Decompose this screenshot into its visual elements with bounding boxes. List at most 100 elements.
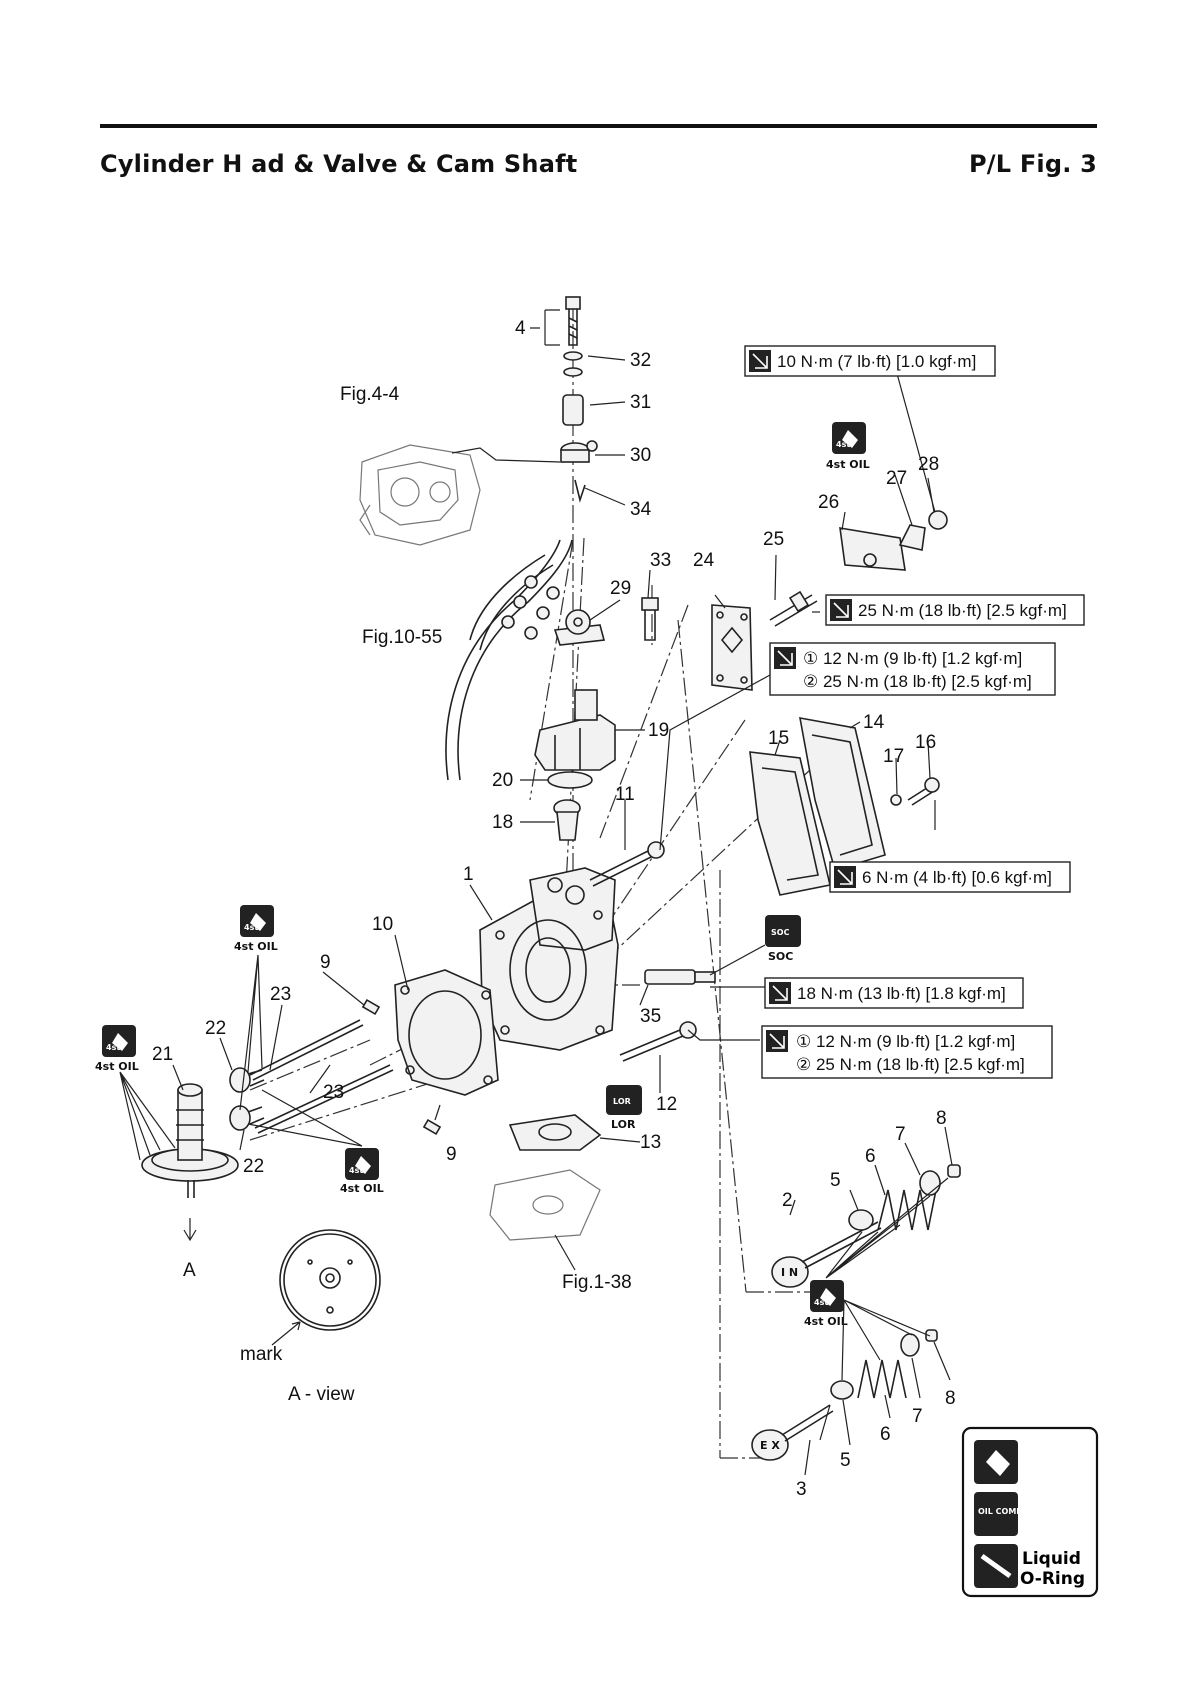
part-1-cylinder-head <box>479 867 619 1051</box>
callout-1: 1 <box>463 864 474 885</box>
part-8-cotter-upper <box>947 1164 961 1178</box>
fig-10-55-hoses <box>445 539 573 781</box>
torque-spec-two-stage-upper: ① 12 N·m (9 lb·ft) [1.2 kgf·m] ② 25 N·m … <box>769 642 1056 696</box>
fig-1-38-gasket-ghost <box>489 1169 601 1241</box>
part-23-pushrod-upper <box>249 1019 364 1081</box>
part-26-cover <box>839 527 906 571</box>
part-13-plate <box>508 1114 602 1151</box>
oil-icon-lifters: 4st 4st OIL <box>239 954 384 1195</box>
ref-fig-4-4: Fig.4-4 <box>340 384 400 405</box>
callout-8-upper: 8 <box>936 1108 947 1129</box>
torque-11-stage1: ① 12 N·m (9 lb·ft) [1.2 kgf·m] <box>803 649 1022 668</box>
part-22-lifter-lower <box>229 1105 265 1131</box>
ref-a-view: A - view <box>288 1384 355 1405</box>
svg-text:4st: 4st <box>349 1166 363 1175</box>
part-6-spring-lower <box>857 1359 907 1399</box>
callout-22-upper: 22 <box>205 1018 226 1039</box>
callout-4: 4 <box>515 318 526 339</box>
part-12-bolt <box>619 1021 697 1062</box>
callout-22-lower: 22 <box>243 1156 264 1177</box>
part-29-bracket <box>553 609 606 646</box>
part-18-thermostat <box>553 799 581 841</box>
callout-20: 20 <box>492 770 513 791</box>
callout-34: 34 <box>630 499 652 520</box>
svg-text:OIL COMP: OIL COMP <box>978 1507 1022 1516</box>
part-7-retainer-lower <box>900 1333 920 1357</box>
lor-icon-plate: LOR LOR <box>606 1085 642 1131</box>
part-31-collar <box>562 394 584 426</box>
oil-icon-camshaft: 4st 4st OIL <box>95 1025 176 1161</box>
svg-text:4st: 4st <box>244 923 258 932</box>
callout-15: 15 <box>768 728 789 749</box>
part-4-bolt <box>565 296 581 346</box>
part-15-cover-gasket <box>749 751 831 896</box>
oil-icon-pushrods: 4st 4st OIL <box>234 905 278 953</box>
callout-33: 33 <box>650 550 671 571</box>
part-27-anode <box>898 524 926 551</box>
svg-text:4st: 4st <box>814 1298 828 1307</box>
legend-oring-text: O-Ring <box>1020 1569 1085 1589</box>
torque-spec-25nm: 25 N·m (18 lb·ft) [2.5 kgf·m] <box>825 594 1085 626</box>
callout-6-upper: 6 <box>865 1146 876 1167</box>
header-rule <box>100 124 1097 128</box>
callout-6-lower: 6 <box>880 1424 891 1445</box>
legend-liquid-text: Liquid <box>1022 1549 1081 1569</box>
part-34-clip <box>574 479 586 503</box>
oil-label-valves: 4st OIL <box>804 1315 848 1328</box>
callout-32: 32 <box>630 350 651 371</box>
part-23-pushrod-lower <box>254 1064 394 1134</box>
exhaust-valve-mark: E X <box>760 1439 780 1452</box>
torque-16-text: 6 N·m (4 lb·ft) [0.6 kgf·m] <box>862 868 1052 887</box>
part-30-clamp <box>560 440 598 463</box>
callout-27: 27 <box>886 468 907 489</box>
callout-7-lower: 7 <box>912 1406 923 1427</box>
callout-23-lower: 23 <box>323 1082 344 1103</box>
callout-23-upper: 23 <box>270 984 291 1005</box>
figure-reference: P/L Fig. 3 <box>969 150 1097 178</box>
page-title: Cylinder H ad & Valve & Cam Shaft <box>100 150 578 178</box>
part-33-bolt <box>641 597 659 641</box>
torque-spec-18nm: 18 N·m (13 lb·ft) [1.8 kgf·m] <box>764 977 1024 1009</box>
legend-oil-comp-icon <box>974 1492 1018 1536</box>
callout-17: 17 <box>883 746 904 767</box>
callout-26: 26 <box>818 492 839 513</box>
svg-text:LOR: LOR <box>613 1097 631 1106</box>
part-20-gasket <box>547 771 593 789</box>
intake-valve-mark: I N <box>781 1266 798 1279</box>
part-5-seal-lower <box>830 1380 854 1400</box>
callout-19: 19 <box>648 720 669 741</box>
callout-21: 21 <box>152 1044 173 1065</box>
torque-spec-10nm: 10 N·m (7 lb·ft) [1.0 kgf·m] <box>744 345 996 377</box>
a-view-pulley <box>271 1229 381 1346</box>
part-5-seal-upper <box>848 1209 874 1231</box>
oil-label-camshaft: 4st OIL <box>95 1060 139 1073</box>
oil-label-anode: 4st OIL <box>826 458 870 471</box>
callout-35: 35 <box>640 1006 661 1027</box>
oil-icon-anode: 4st 4st OIL <box>826 422 870 471</box>
callout-5-lower: 5 <box>840 1450 851 1471</box>
part-2-intake-valve <box>771 1221 882 1288</box>
callout-12: 12 <box>656 1094 677 1115</box>
torque-spec-6nm: 6 N·m (4 lb·ft) [0.6 kgf·m] <box>829 861 1071 893</box>
part-22-lifter-upper <box>229 1067 265 1093</box>
ref-mark: mark <box>240 1344 283 1365</box>
callout-31: 31 <box>630 392 651 413</box>
callout-30: 30 <box>630 445 651 466</box>
part-17-washer <box>890 794 902 806</box>
torque-spec-two-stage-lower: ① 12 N·m (9 lb·ft) [1.2 kgf·m] ② 25 N·m … <box>761 1025 1053 1079</box>
torque-12-stage1: ① 12 N·m (9 lb·ft) [1.2 kgf·m] <box>796 1032 1015 1051</box>
callout-3: 3 <box>796 1479 807 1500</box>
part-7-retainer-upper <box>919 1170 941 1196</box>
soc-icon-spark-plug: SOC SOC <box>709 915 801 976</box>
oil-label-pushrods: 4st OIL <box>234 940 278 953</box>
part-35-spark-plug <box>644 969 716 985</box>
callout-a: A <box>183 1260 196 1281</box>
svg-text:4st: 4st <box>106 1043 120 1052</box>
torque-12-stage2: ② 25 N·m (18 lb·ft) [2.5 kgf·m] <box>796 1055 1025 1074</box>
ref-fig-10-55: Fig.10-55 <box>362 627 442 648</box>
leader-lines <box>172 309 953 1476</box>
callout-14: 14 <box>863 712 885 733</box>
ref-fig-1-38: Fig.1-38 <box>562 1272 632 1293</box>
callout-2: 2 <box>782 1190 793 1211</box>
